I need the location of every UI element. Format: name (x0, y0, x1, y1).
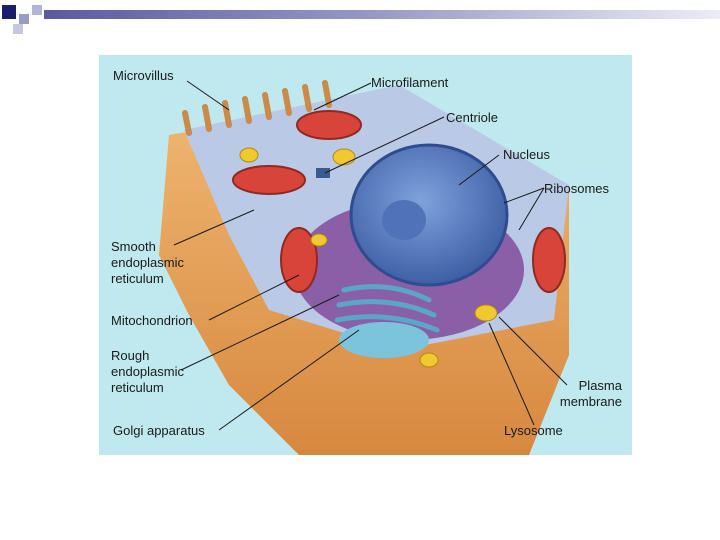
microvilli (182, 80, 332, 136)
label-golgi: Golgi apparatus (113, 423, 205, 438)
decor-square-dark (2, 5, 16, 19)
label-mitochondrion: Mitochondrion (111, 313, 193, 328)
label-microfilament: Microfilament (371, 75, 449, 90)
cell-diagram: Microvillus Microfilament Centriole Nucl… (99, 55, 632, 455)
slide-decoration (2, 5, 720, 34)
lysosomes (239, 147, 498, 368)
centriole (316, 168, 330, 178)
label-nucleus: Nucleus (503, 147, 550, 162)
label-centriole: Centriole (446, 110, 499, 125)
cell-illustration (159, 80, 569, 455)
label-lysosome: Lysosome (504, 423, 563, 438)
label-ribosomes: Ribosomes (544, 181, 610, 196)
decor-square-light (19, 14, 29, 24)
label-plasma-membrane: Plasma membrane (559, 378, 622, 409)
label-microvillus: Microvillus (113, 68, 174, 83)
title-bar (44, 10, 720, 19)
label-rough-er: Rough endoplasmic reticulum (111, 348, 184, 395)
golgi-vesicle (339, 322, 429, 358)
label-smooth-er: Smooth endoplasmic reticulum (111, 239, 184, 286)
mitochondria (232, 110, 566, 293)
decor-square-pale (13, 24, 23, 34)
pointer-lines (173, 80, 568, 431)
decor-square-small (32, 5, 42, 15)
golgi-apparatus (334, 284, 440, 333)
nucleus (349, 143, 509, 287)
nucleolus (382, 200, 426, 240)
